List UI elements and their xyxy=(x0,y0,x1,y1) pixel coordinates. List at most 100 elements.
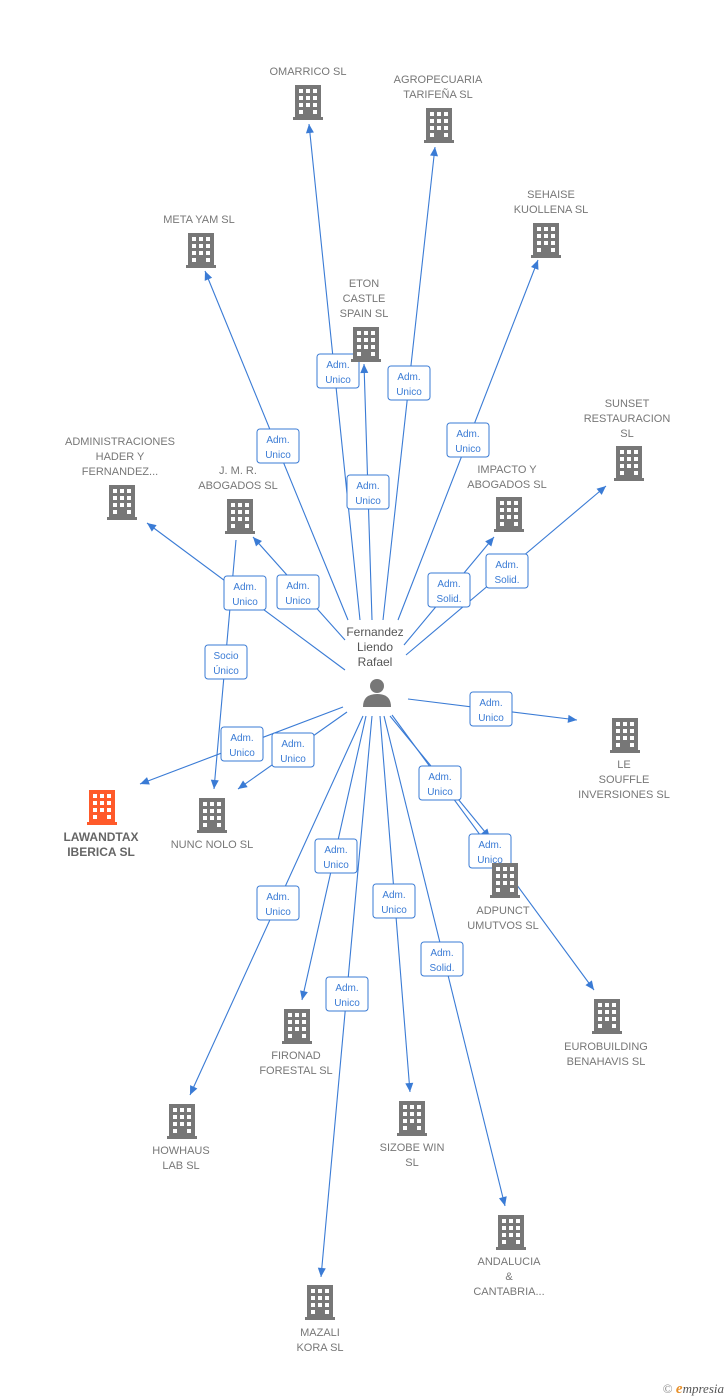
role-label-adm-unico[interactable]: Adm.Unico xyxy=(256,428,300,464)
building-icon xyxy=(186,233,216,268)
company-name: LE xyxy=(617,759,630,771)
company-name: MAZALI xyxy=(300,1327,340,1339)
role-label-adm-unico[interactable]: Adm.Unico xyxy=(276,574,320,610)
role-label-adm-unico[interactable]: Adm.Unico xyxy=(325,976,369,1012)
role-label-text: Adm. xyxy=(397,372,420,383)
role-label-text: Solid. xyxy=(436,594,461,605)
role-label-box xyxy=(204,644,248,680)
building-icon xyxy=(592,999,622,1034)
role-label-text: Unico xyxy=(280,754,306,765)
role-label-text: Socio xyxy=(213,651,238,662)
role-label-box xyxy=(220,726,264,762)
role-label-text: Unico xyxy=(381,905,407,916)
role-label-text: Solid. xyxy=(494,575,519,586)
role-label-adm-unico[interactable]: Adm.Unico xyxy=(387,365,431,401)
role-label-adm-unico[interactable]: Adm.Unico xyxy=(446,422,490,458)
company-node-mazali[interactable]: MAZALI KORA SL xyxy=(296,1285,344,1354)
company-name: HOWHAUS xyxy=(152,1145,209,1157)
role-label-text: Unico xyxy=(229,748,255,759)
arrowhead-howhaus xyxy=(190,1085,198,1095)
role-label-box xyxy=(346,474,390,510)
role-label-box xyxy=(276,574,320,610)
role-label-adm-unico[interactable]: Adm.Unico xyxy=(223,575,267,611)
role-label-adm-solid[interactable]: Adm. Solid. xyxy=(427,572,471,608)
company-node-andalucia[interactable]: ANDALUCIA&CANTABRIA... xyxy=(473,1215,545,1298)
arrowhead-eurobuilding xyxy=(585,980,594,990)
company-name: KORA SL xyxy=(296,1342,343,1354)
company-node-jmr[interactable]: J. M. R.ABOGADOS SL xyxy=(198,465,278,534)
company-name: OMARRICO SL xyxy=(269,66,346,78)
person-icon xyxy=(363,679,391,707)
company-name: SOUFFLE xyxy=(599,774,650,786)
role-label-text: Adm. xyxy=(479,698,502,709)
company-name: & xyxy=(505,1271,513,1283)
role-label-text: Unico xyxy=(232,597,258,608)
role-label-text: Adm. xyxy=(326,360,349,371)
role-label-text: Adm. xyxy=(428,772,451,783)
arrowhead-sizobe xyxy=(405,1082,414,1092)
role-label-adm-unico[interactable]: Adm. Unico xyxy=(418,765,462,801)
arrowhead-lesouffle xyxy=(567,714,577,723)
role-label-adm-unico[interactable]: Adm.Unico xyxy=(271,732,315,768)
role-label-box xyxy=(420,941,464,977)
arrowhead-nuncnolo xyxy=(210,779,219,789)
role-label-text: Adm. xyxy=(230,733,253,744)
role-label-adm-solid[interactable]: Adm.Solid. xyxy=(420,941,464,977)
role-label-adm-unico[interactable]: Adm.Unico xyxy=(468,833,512,869)
person-name: Liendo xyxy=(357,640,393,654)
role-label-adm-unico[interactable]: Adm. Unico xyxy=(316,353,360,389)
copyright-symbol: © xyxy=(662,1381,673,1396)
role-label-adm-unico[interactable]: Adm.Unico xyxy=(256,885,300,921)
role-label-text: Unico xyxy=(334,998,360,1009)
role-label-text: Unico xyxy=(325,375,351,386)
role-label-adm-unico[interactable]: Adm.Unico xyxy=(469,691,513,727)
role-label-text: Unico xyxy=(427,787,453,798)
role-label-adm-unico[interactable]: Adm.Unico xyxy=(314,838,358,874)
company-name: ETON xyxy=(349,278,379,290)
role-label-text: Adm. xyxy=(437,579,460,590)
company-node-metayam[interactable]: META YAM SL xyxy=(163,214,235,268)
arrowhead-agropecuaria xyxy=(430,147,438,157)
company-name: NUNC NOLO SL xyxy=(171,839,254,851)
company-name: ABOGADOS SL xyxy=(467,479,546,491)
arrowhead-mazali xyxy=(317,1267,326,1277)
role-label-adm-unico[interactable]: Adm.Unico xyxy=(372,883,416,919)
role-label-adm-solid[interactable]: Adm.Solid. xyxy=(485,553,529,589)
company-name: FERNANDEZ... xyxy=(82,466,158,478)
role-label-text: Adm. xyxy=(286,581,309,592)
company-node-lesouffle[interactable]: LE SOUFFLE INVERSIONES SL xyxy=(578,718,670,801)
company-name: FORESTAL SL xyxy=(259,1065,332,1077)
company-node-omarrico[interactable]: OMARRICO SL xyxy=(269,66,347,120)
company-node-nuncnolo[interactable]: NUNC NOLO SL xyxy=(171,798,254,851)
arrowhead-omarrico xyxy=(305,124,314,134)
company-name: IBERICA SL xyxy=(67,845,135,859)
company-name: KUOLLENA SL xyxy=(514,204,589,216)
company-name: INVERSIONES SL xyxy=(578,789,670,801)
building-icon xyxy=(282,1009,312,1044)
building-icon xyxy=(614,446,644,481)
building-icon xyxy=(490,863,520,898)
role-label-text: Unico xyxy=(355,496,381,507)
building-icon xyxy=(351,327,381,362)
company-name: ADPUNCT xyxy=(476,905,529,917)
role-label-text: Unico xyxy=(265,450,291,461)
arrowhead-andalucia xyxy=(498,1196,507,1206)
role-label-adm-unico[interactable]: Adm. Unico xyxy=(220,726,264,762)
company-name: EUROBUILDING xyxy=(564,1041,648,1053)
role-label-box xyxy=(446,422,490,458)
role-label-adm-unico[interactable]: Adm.Unico xyxy=(346,474,390,510)
